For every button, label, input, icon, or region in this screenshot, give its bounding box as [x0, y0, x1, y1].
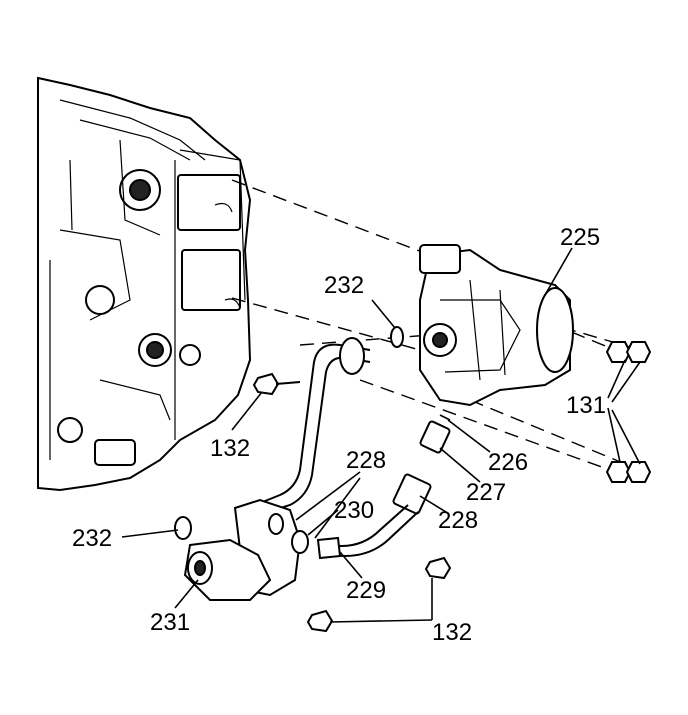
bolts-131	[605, 341, 652, 483]
callout-231: 231	[150, 609, 190, 636]
pump-assembly	[419, 244, 574, 407]
callout-229: 229	[346, 577, 386, 604]
bolts-132	[252, 372, 452, 633]
o-ring-232-top	[390, 326, 404, 348]
callout-232-left: 232	[72, 525, 112, 552]
callout-labels: 225 232 131 132 228 226 227 228 230 232 …	[72, 224, 606, 646]
leader-lines	[121, 247, 641, 623]
callout-132-left: 132	[210, 435, 250, 462]
callout-228-mid: 228	[346, 447, 386, 474]
callout-225: 225	[560, 224, 600, 251]
callout-131: 131	[566, 392, 606, 419]
callout-132-bottom: 132	[432, 619, 472, 646]
fittings	[316, 414, 451, 560]
o-ring-232-left	[174, 516, 192, 540]
callout-232-top: 232	[324, 272, 364, 299]
callout-226: 226	[488, 449, 528, 476]
callout-227: 227	[466, 479, 506, 506]
callout-230: 230	[334, 497, 374, 524]
pipe-assembly	[183, 337, 371, 601]
transmission-case	[37, 76, 252, 492]
callout-228-right: 228	[438, 507, 478, 534]
